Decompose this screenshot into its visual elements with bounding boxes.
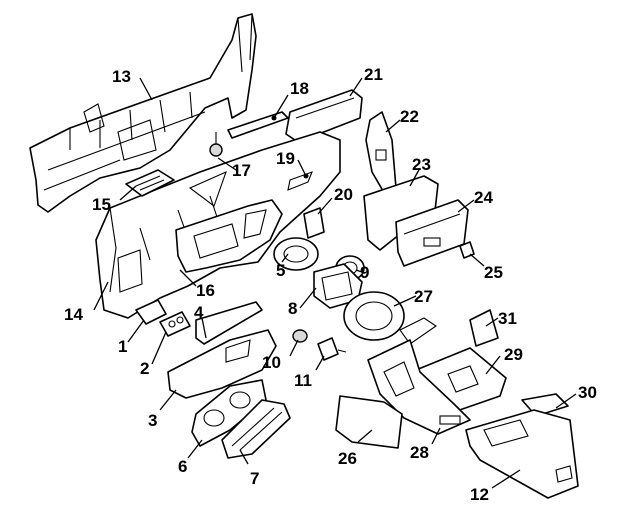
callout-1: 1 [118,337,127,356]
part-13-crossmember [29,13,257,213]
part-16-center-bezel [175,199,283,273]
callout-6: 6 [178,457,187,476]
callout-7: 7 [250,469,259,488]
part-7-cluster-lens [221,399,291,459]
leader-lines [93,77,577,489]
part-28-console-body [367,339,471,435]
callout-20: 20 [334,185,353,204]
callout-16: 16 [196,281,215,300]
part-1-switch [135,299,167,325]
callout-12: 12 [470,485,489,504]
callout-19: 19 [276,149,295,168]
part-22-side-panel [365,111,397,197]
part-4-handle [195,301,263,345]
part-31-bracket [469,309,499,347]
part-26-side-trim [335,395,403,449]
callout-10: 10 [262,353,281,372]
part-15-speaker-grille [125,169,175,197]
callout-17: 17 [232,161,251,180]
part-3-lower-trim [167,329,277,399]
callout-2: 2 [140,359,149,378]
part-10-grommet [292,329,308,343]
callout-26: 26 [338,449,357,468]
callout-11: 11 [294,371,312,390]
part-5-ring [273,237,319,271]
callout-8: 8 [288,299,297,318]
callout-23: 23 [412,155,431,174]
part-11-ignition [317,337,347,361]
callout-18: 18 [290,79,309,98]
part-27-shift-bezel [343,291,437,345]
part-20-switch [303,207,325,239]
callout-28: 28 [410,443,429,462]
callout-5: 5 [276,261,285,280]
callout-27: 27 [414,287,433,306]
callout-21: 21 [364,65,383,84]
part-12-rear-console [465,409,579,499]
callout-25: 25 [484,263,503,282]
callout-30: 30 [578,383,597,402]
part-17-knob [209,132,223,157]
callout-labels: 13 18 21 22 19 17 15 23 20 24 5 9 25 16 … [64,65,597,504]
callout-4: 4 [194,303,204,322]
callout-22: 22 [400,107,419,126]
callout-31: 31 [498,309,517,328]
callout-13: 13 [112,67,131,86]
part-8-vent-housing [313,263,363,309]
callout-14: 14 [64,305,83,324]
callout-24: 24 [474,188,493,207]
callout-9: 9 [360,263,369,282]
part-21-top-pad [285,89,363,143]
callout-3: 3 [148,411,157,430]
callout-29: 29 [504,345,523,364]
callout-15: 15 [92,195,111,214]
part-2-switch [159,311,191,337]
